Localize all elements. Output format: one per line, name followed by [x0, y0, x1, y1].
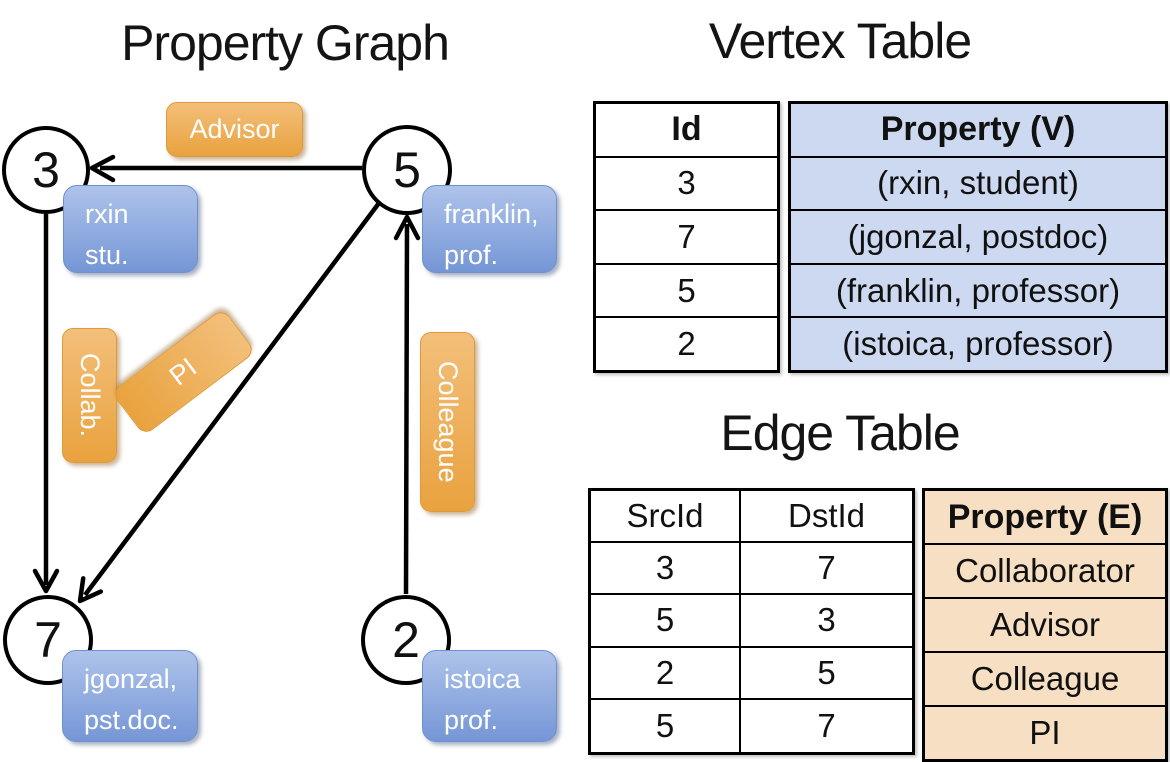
- vertex-label-line: jgonzal,: [84, 664, 178, 694]
- edge-table-srcid-cell: 5: [591, 699, 741, 752]
- vertex-table-id-header: Id: [596, 104, 777, 158]
- edge-table-property-header: Property (E): [925, 491, 1165, 545]
- edge-label-text: Collab.: [75, 353, 105, 438]
- vertex-id: 2: [392, 612, 420, 668]
- vertex-label-franklin: franklin, prof.: [422, 185, 557, 273]
- edge-table-property-cell: PI: [1029, 714, 1061, 751]
- edge-label-collab: Collab.: [62, 328, 117, 463]
- vertex-label-rxin: rxin stu.: [63, 185, 198, 273]
- vertex-label-line: franklin,: [444, 199, 539, 229]
- vertex-label-line: istoica: [444, 664, 521, 694]
- vertex-table-property-cell: (jgonzal, postdoc): [791, 211, 1165, 265]
- vertex-table-property-header: Property (V): [791, 104, 1165, 158]
- vertex-table-id-cell: 3: [596, 158, 777, 212]
- edge-table-property-cell: Advisor: [925, 599, 1165, 653]
- arrowhead-pi: [77, 576, 104, 604]
- vertex-circle-2: 2: [361, 595, 451, 685]
- edge-table-srcid-header: SrcId: [591, 491, 741, 544]
- edge-table-dstid-cell: 7: [741, 543, 912, 596]
- vertex-table-property-cell: (franklin, professor): [791, 265, 1165, 319]
- edge-table-property-column: Property (E) Collaborator Advisor Collea…: [922, 488, 1168, 762]
- vertex-table-id-cell: 5: [596, 265, 777, 319]
- arrowhead-collab: [32, 568, 60, 594]
- edge-line-colleague: [403, 223, 410, 595]
- graph-edges-layer: [32, 154, 421, 604]
- vertex-table-title: Vertex Table: [708, 13, 972, 69]
- edge-table-property-cell: Collaborator: [925, 545, 1165, 599]
- edge-label-colleague: Colleague: [420, 332, 475, 512]
- edge-label-text: Colleague: [433, 361, 463, 483]
- vertex-id: 3: [32, 142, 60, 198]
- property-graph-title: Property Graph: [121, 15, 450, 71]
- edge-table-dstid-cell: 3: [741, 595, 912, 648]
- vertex-label-line: prof.: [444, 239, 499, 270]
- vertex-id: 5: [393, 142, 421, 198]
- edge-table-dstid-cell: 7: [817, 706, 836, 744]
- vertex-table-id-column: Id 3 7 5 2: [593, 101, 780, 373]
- arrowhead-advisor: [89, 154, 116, 183]
- edge-table-id-columns: SrcId DstId 3 7 5 3 2 5 5 7: [588, 488, 915, 755]
- vertex-table-property-cell: (rxin, student): [791, 158, 1165, 212]
- edge-table-property-cell: Colleague: [925, 653, 1165, 707]
- edge-table-srcid-cell: 5: [591, 595, 741, 648]
- vertex-label-jgonzal: jgonzal, pst.doc.: [62, 650, 198, 742]
- edge-label-advisor: Advisor: [166, 102, 303, 157]
- vertex-table-property-column: Property (V) (rxin, student) (jgonzal, p…: [788, 101, 1168, 373]
- vertex-label-line: pst.doc.: [84, 704, 179, 735]
- vertex-label-line: stu.: [85, 239, 129, 270]
- edge-table-title: Edge Table: [720, 405, 960, 461]
- vertex-id: 7: [34, 612, 62, 668]
- edge-line-pi: [83, 201, 381, 597]
- arrowhead-colleague: [393, 214, 421, 241]
- vertex-table-property-cell: (istoica, professor): [842, 325, 1114, 363]
- vertex-table-id-cell: 7: [596, 211, 777, 265]
- vertex-table-id-cell: 2: [677, 325, 696, 363]
- edge-table-srcid-cell: 2: [591, 647, 741, 700]
- edge-table-srcid-cell: 3: [591, 543, 741, 596]
- vertex-label-line: prof.: [444, 704, 499, 735]
- edge-label-text: Advisor: [189, 114, 280, 144]
- vertex-label-line: rxin: [85, 199, 129, 229]
- edge-label-text: PI: [163, 351, 203, 392]
- edge-table-dstid-header: DstId: [741, 491, 912, 544]
- edge-table-dstid-cell: 5: [741, 648, 912, 700]
- vertex-label-istoica: istoica prof.: [422, 650, 557, 742]
